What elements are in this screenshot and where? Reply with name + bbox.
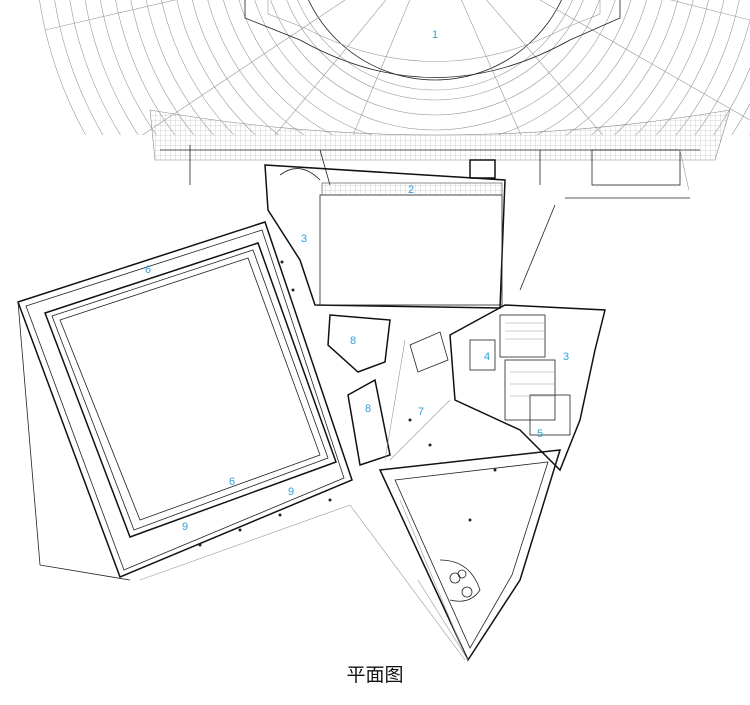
entrance-wedge	[139, 449, 562, 662]
central-block	[264, 164, 506, 309]
room-label-3-left: 3	[301, 233, 307, 245]
room-label-3-right: 3	[563, 351, 569, 363]
room-label-9-right: 9	[288, 486, 294, 498]
room-label-9-left: 9	[182, 521, 188, 533]
room-label-4: 4	[484, 351, 490, 363]
structural-columns	[198, 260, 497, 547]
sports-hall	[17, 221, 353, 581]
room-label-2: 2	[408, 184, 414, 196]
room-label-1: 1	[432, 29, 438, 41]
room-labels: 1 2 3 6 8 4 3 8 7 5 6 9 9	[145, 29, 569, 533]
room-label-6-bottom: 6	[229, 476, 235, 488]
room-label-6-top: 6	[145, 264, 151, 276]
room-label-5: 5	[537, 428, 543, 440]
room-label-8-lower: 8	[365, 403, 371, 415]
stadium-seating	[39, 0, 750, 190]
drawing-caption: 平面图	[346, 664, 404, 686]
room-label-8-upper: 8	[350, 335, 356, 347]
right-wing	[449, 197, 690, 472]
room-label-7: 7	[418, 406, 424, 418]
lobby-rooms	[327, 314, 451, 466]
